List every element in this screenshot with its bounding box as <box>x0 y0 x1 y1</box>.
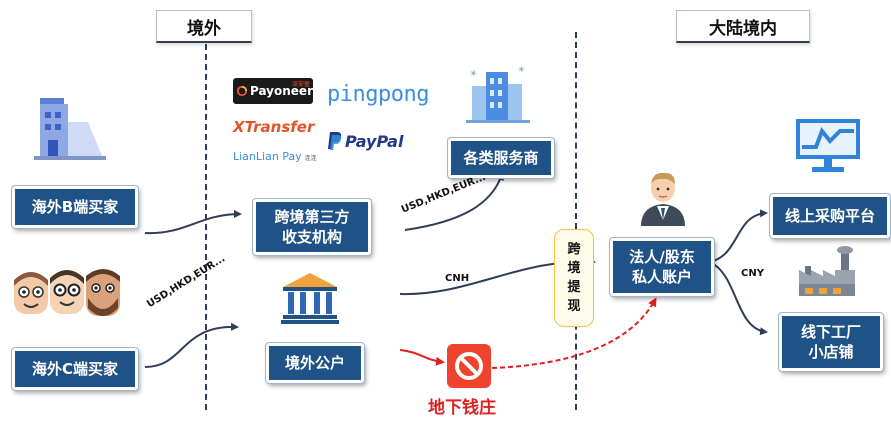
arrow-corp-to-online <box>709 209 768 263</box>
corporate-account-box: 法人/股东 私人账户 <box>610 238 714 296</box>
underground-bank-label: 地下钱庄 <box>428 398 496 418</box>
payoneer-ring-icon <box>236 85 248 97</box>
xtransfer-logo: XTransfer <box>233 118 314 136</box>
cnh-label: CNH <box>445 273 470 284</box>
b2c-buyer-box: 海外C端买家 <box>12 348 138 390</box>
offline-line2: 小店铺 <box>808 343 854 361</box>
header-domestic: 大陆境内 <box>676 10 810 43</box>
arrow-to-service <box>404 172 504 231</box>
paypal-p-icon <box>328 132 342 150</box>
lianlian-name: LianLian Pay <box>233 150 302 163</box>
svg-text:✳: ✳ <box>470 69 477 78</box>
arrow-underground-to-corp <box>491 297 657 369</box>
settlement-char-1: 跨 <box>567 242 581 257</box>
online-platform-box: 线上采购平台 <box>770 194 890 238</box>
bank-icon <box>281 273 339 324</box>
third-party-line1: 跨境第三方 <box>274 208 350 226</box>
cross-border-settlement-box: 跨 境 提 现 <box>554 229 594 327</box>
payoneer-cn: 派安盈 <box>291 81 310 88</box>
arrow-b2c-to-offshore <box>144 322 239 368</box>
settlement-char-2: 境 <box>567 261 581 276</box>
pingpong-logo: pingpong <box>327 82 429 107</box>
arrow-corp-to-offline <box>709 261 768 336</box>
payoneer-logo: Payoneer 派安盈 <box>233 78 313 104</box>
settlement-char-4: 现 <box>567 299 581 314</box>
third-party-line2: 收支机构 <box>281 228 342 246</box>
city-buildings-icon: ✳ ✳ <box>466 65 530 123</box>
monitor-chart-icon <box>796 119 860 172</box>
paypal-name: PayPal <box>345 131 404 151</box>
lianlian-logo: LianLian Pay 连连 <box>233 150 317 163</box>
xtransfer-name: XTransfer <box>233 118 315 136</box>
offshore-account-label: 境外公户 <box>284 354 345 372</box>
online-platform-label: 线上采购平台 <box>784 207 875 225</box>
offline-line1: 线下工厂 <box>800 323 861 341</box>
service-provider-label: 各类服务商 <box>463 149 539 167</box>
header-overseas-label: 境外 <box>187 18 221 39</box>
svg-text:✳: ✳ <box>518 65 525 74</box>
paypal-logo: PayPal <box>327 131 403 151</box>
corp-line1: 法人/股东 <box>629 248 695 266</box>
divider-left <box>205 44 207 410</box>
header-domestic-label: 大陆境内 <box>709 18 777 39</box>
header-overseas: 境外 <box>156 10 252 43</box>
settlement-char-3: 提 <box>567 280 581 295</box>
cny-label: CNY <box>741 268 764 279</box>
businessman-icon <box>641 172 685 226</box>
offline-shop-box: 线下工厂 小店铺 <box>779 313 883 371</box>
factory-icon <box>799 246 855 296</box>
payoneer-name: Payoneer <box>249 84 313 98</box>
faces-icon <box>14 269 120 316</box>
service-provider-box: 各类服务商 <box>448 138 554 178</box>
prohibited-icon <box>447 344 491 388</box>
building-icon <box>34 98 106 160</box>
corp-line2: 私人账户 <box>631 268 692 286</box>
third-party-box: 跨境第三方 收支机构 <box>253 199 371 255</box>
b2c-buyer-label: 海外C端买家 <box>31 360 118 378</box>
offshore-account-box: 境外公户 <box>266 343 364 383</box>
arrow-b2b-to-thirdparty <box>144 210 242 235</box>
divider-right <box>575 32 577 410</box>
b2b-buyer-label: 海外B端买家 <box>31 198 119 216</box>
arrow-offshore-to-underground <box>399 349 445 366</box>
lianlian-cn: 连连 <box>304 155 317 162</box>
b2b-buyer-box: 海外B端买家 <box>12 186 138 228</box>
